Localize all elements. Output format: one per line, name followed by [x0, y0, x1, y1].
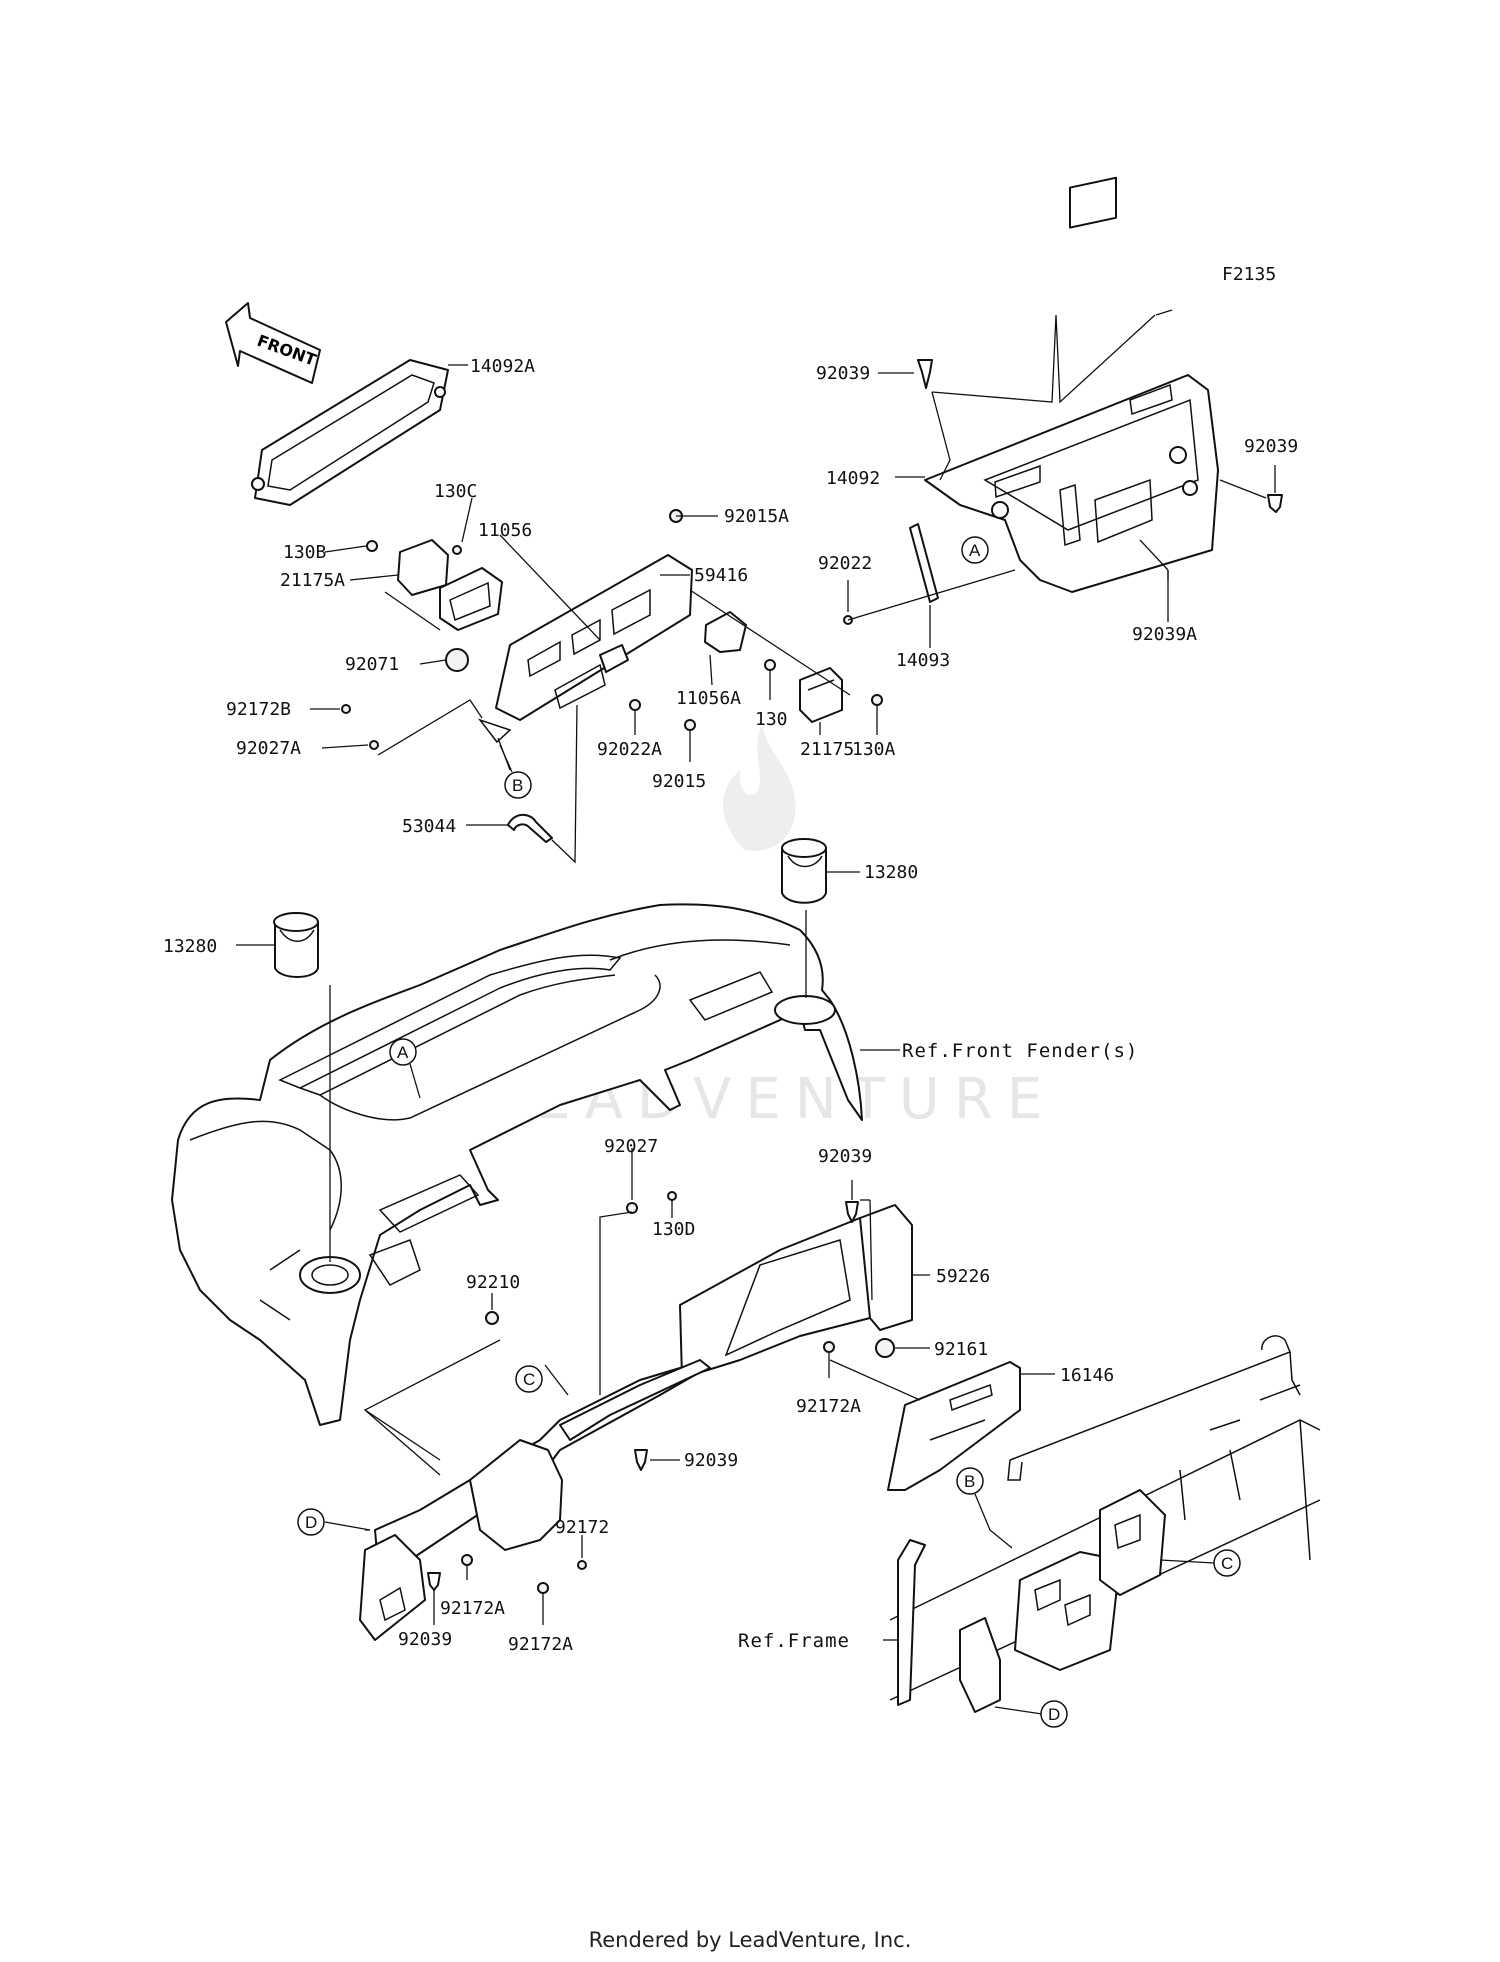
- callout-D-frame: D: [1040, 1700, 1068, 1728]
- part-label: 14092: [826, 468, 880, 489]
- part-label: 14092A: [470, 356, 535, 377]
- callout-C-frame: C: [1213, 1549, 1241, 1577]
- lid-16146: [887, 1361, 1021, 1491]
- watermark-flame-icon: [722, 725, 796, 851]
- diagram-id: F2135: [1222, 264, 1276, 285]
- fuse-board-59416: [477, 554, 693, 744]
- front-arrow-icon: [225, 302, 321, 384]
- labels-top-left: 14092A 130B 130C 11056 92015A 59416 2117…: [226, 356, 896, 837]
- reference-frame: Ref.Frame: [738, 1630, 850, 1652]
- part-label: 92210: [466, 1272, 520, 1293]
- footer-credit: Rendered by LeadVenture, Inc.: [588, 1928, 912, 1952]
- part-label: 11056: [478, 520, 532, 541]
- part-label: 21175: [800, 739, 854, 760]
- callout-label: A: [397, 1043, 409, 1062]
- callout-label: D: [305, 1513, 317, 1532]
- relay-21175A: [397, 539, 503, 631]
- part-label: 92022A: [597, 739, 662, 760]
- dashboard-body: [171, 903, 863, 1426]
- part-label: 92071: [345, 654, 399, 675]
- part-label: 130: [755, 709, 788, 730]
- part-label: 130D: [652, 1219, 695, 1240]
- part-label: 21175A: [280, 570, 345, 591]
- leaders-top-left: [310, 364, 878, 864]
- callout-B-frame: B: [956, 1467, 984, 1495]
- part-label: 130C: [434, 481, 477, 502]
- callout-A-top: A: [961, 536, 989, 564]
- cover-59226: [679, 1204, 913, 1379]
- part-label: 92172: [555, 1517, 609, 1538]
- callout-label: C: [1221, 1554, 1233, 1573]
- part-label: 92161: [934, 1339, 988, 1360]
- part-label: 130B: [283, 542, 326, 563]
- callout-label: C: [523, 1370, 535, 1389]
- part-label: 11056A: [676, 688, 741, 709]
- part-label: 92039: [398, 1629, 452, 1650]
- part-label: 92172B: [226, 699, 291, 720]
- bracket-11056A: [704, 611, 747, 653]
- leaders-top-right: [847, 309, 1276, 648]
- cup-holder-13280-right: [781, 838, 827, 904]
- part-label: 13280: [163, 936, 217, 957]
- part-label: 92027A: [236, 738, 301, 759]
- reference-label: Ref.Frame: [738, 1630, 850, 1652]
- grommet-92161: [875, 1338, 895, 1358]
- part-label: 13280: [864, 862, 918, 883]
- part-label: 59416: [694, 565, 748, 586]
- callout-label: D: [1048, 1705, 1060, 1724]
- front-arrow: FRONT: [225, 302, 321, 384]
- grommet-92071: [445, 648, 469, 672]
- reference-label: Ref.Front Fender(s): [902, 1040, 1138, 1062]
- callout-label: B: [964, 1472, 975, 1491]
- frame-assembly: [889, 1335, 1321, 1713]
- part-label: 92039A: [1132, 624, 1197, 645]
- reference-front-fenders: Ref.Front Fender(s): [902, 1040, 1138, 1062]
- meter-cover-14092: [924, 176, 1219, 593]
- part-label: 92039: [684, 1450, 738, 1471]
- part-label: 92172A: [796, 1396, 861, 1417]
- part-label: 92039: [816, 363, 870, 384]
- cup-holder-13280-left: [273, 912, 319, 978]
- labels-lower-mid: 92027 130D 92039 59226 92210 92161 16146…: [398, 1136, 1114, 1655]
- part-label: 92039: [818, 1146, 872, 1167]
- labels-cupholders: 13280 13280: [163, 862, 918, 957]
- part-label: 92027: [604, 1136, 658, 1157]
- callout-D-lower: D: [297, 1508, 325, 1536]
- clamp-53044: [507, 813, 553, 843]
- leaders-frame: [883, 1493, 1215, 1715]
- strip-14093: [909, 523, 939, 603]
- panel-14092A: [251, 359, 449, 506]
- part-label: 16146: [1060, 1365, 1114, 1386]
- fasteners-lower-mid: [427, 1191, 859, 1594]
- part-label: 92172A: [508, 1634, 573, 1655]
- part-label: 14093: [896, 650, 950, 671]
- callout-label: A: [969, 541, 981, 560]
- part-label: 53044: [402, 816, 456, 837]
- callout-B-top: B: [499, 744, 532, 799]
- part-label: 130A: [852, 739, 896, 760]
- lower-console-bracket: [359, 1364, 701, 1641]
- part-label: 59226: [936, 1266, 990, 1287]
- callout-A-dash: A: [389, 1038, 421, 1099]
- part-label: 92015A: [724, 506, 789, 527]
- leaders-lower-mid: [324, 1148, 1055, 1625]
- lower-panel-arm: [559, 1359, 711, 1441]
- labels-top-right: 92039 14092 92039 92022 14093 92039A: [816, 363, 1298, 671]
- part-label: 92172A: [440, 1598, 505, 1619]
- callout-label: B: [512, 776, 523, 795]
- part-label: 92022: [818, 553, 872, 574]
- part-label: 92015: [652, 771, 706, 792]
- part-label: 92039: [1244, 436, 1298, 457]
- leaders-cupholders: [236, 871, 900, 1262]
- callout-C-lower: C: [515, 1365, 543, 1393]
